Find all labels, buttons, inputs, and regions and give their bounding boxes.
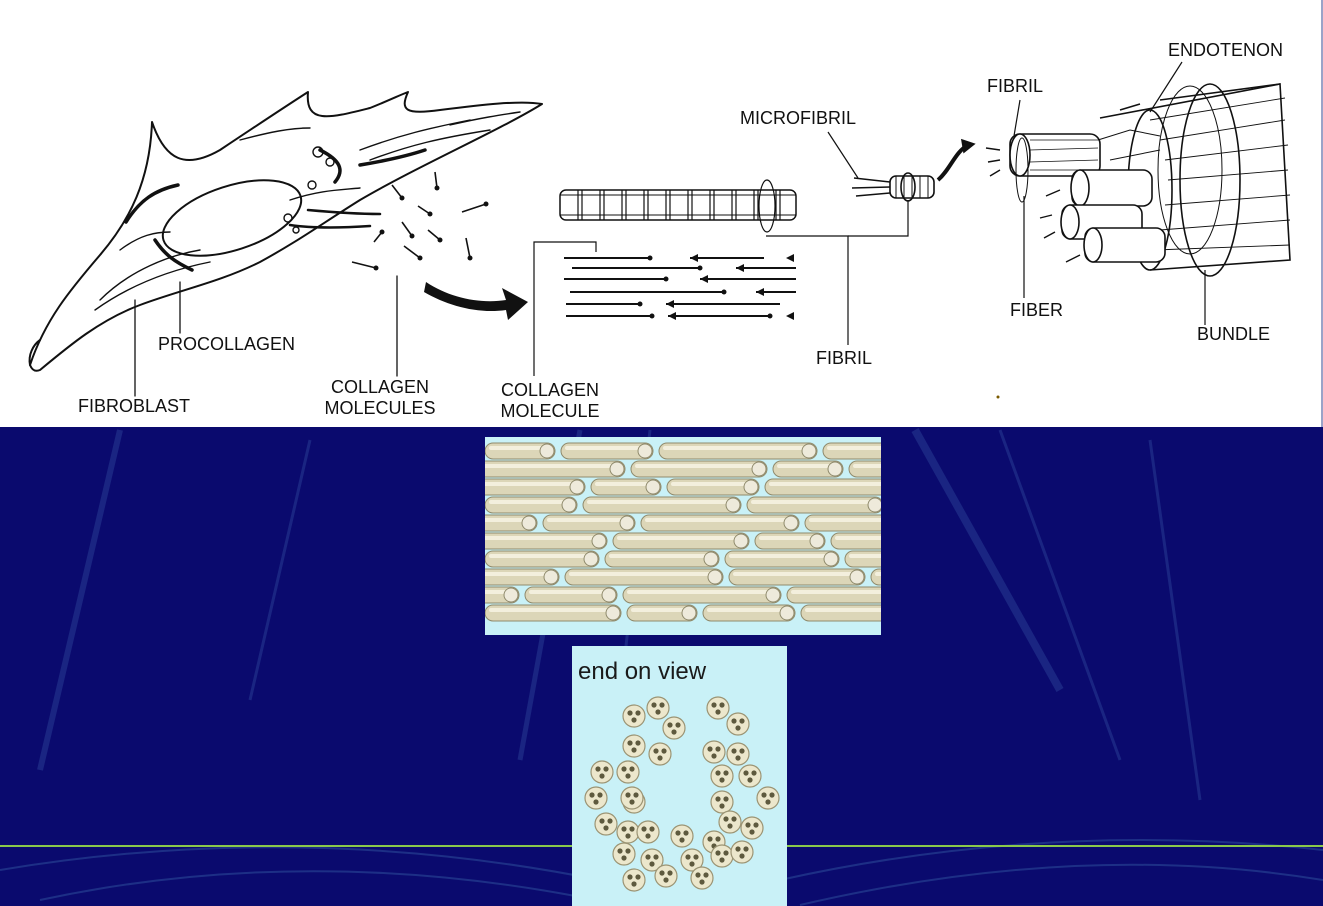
fibril-tube	[612, 532, 750, 550]
fibril-cross-section	[702, 830, 726, 854]
fibril-tube	[800, 604, 960, 622]
fibril-cross-section	[738, 764, 762, 788]
collagen-hierarchy-diagram: FIBROBLAST PROCOLLAGEN COLLAGEN MOLECULE…	[0, 0, 1323, 427]
fibril-cross-section	[612, 842, 636, 866]
label-fibroblast: FIBROBLAST	[78, 396, 191, 416]
fibril-tube	[542, 514, 636, 532]
fibril-tube	[724, 550, 840, 568]
label-bundle: BUNDLE	[1197, 324, 1271, 344]
fibril-tube	[466, 568, 560, 586]
label-fiber: FIBER	[1010, 300, 1064, 320]
fibril-tube	[582, 496, 742, 514]
fibril-tube	[848, 460, 942, 478]
fibril-cross-section	[730, 840, 754, 864]
fibril-cross-section	[616, 820, 640, 844]
fibril-tube	[524, 586, 618, 604]
label-endotenon: ENDOTENON	[1168, 40, 1284, 60]
fibril-cross-section	[594, 812, 618, 836]
fibril-tube	[484, 604, 622, 622]
fibril-tube	[448, 586, 520, 604]
end-on-view-circles	[584, 696, 780, 892]
label-fibril-bottom: FIBRIL	[816, 348, 873, 368]
fibril-tube	[764, 478, 924, 496]
fibril-cross-section	[640, 848, 664, 872]
fibril-tube	[844, 550, 960, 568]
fibril-cross-section	[620, 786, 644, 810]
fibril-tube	[560, 442, 654, 460]
fibril-tubes	[448, 442, 960, 622]
label-procollagen: PROCOLLAGEN	[158, 334, 296, 354]
fibril-tube	[804, 514, 942, 532]
fibril-cross-section	[710, 790, 734, 814]
fibril-cross-section	[670, 824, 694, 848]
label-collagen-molecule-line2: MOLECULE	[500, 401, 600, 421]
nucleus	[161, 179, 303, 257]
fibril-tube	[484, 550, 600, 568]
fibril-tube	[640, 514, 800, 532]
end-on-view-title: end on view	[578, 658, 707, 685]
fibril-tube	[830, 532, 924, 550]
fibril-tube	[564, 568, 724, 586]
fibril-tube	[754, 532, 826, 550]
tendon-bundle	[985, 83, 1291, 277]
fibril-tube	[702, 604, 796, 622]
fibril-cross-section	[648, 742, 672, 766]
fibril-cross-section	[616, 760, 640, 784]
fibril-tube	[484, 442, 556, 460]
fibril-tube	[746, 496, 884, 514]
fibril-tube	[786, 586, 924, 604]
fibril-cross-section	[726, 712, 750, 736]
banded-fibril	[559, 179, 797, 233]
fibril-cross-section	[702, 740, 726, 764]
end-on-view-image: end on view	[572, 646, 787, 906]
fibril-cross-section	[622, 868, 646, 892]
microfibril	[851, 138, 976, 202]
fibril-cross-section	[740, 816, 764, 840]
fibril-tube	[466, 460, 626, 478]
fibril-cross-section	[622, 704, 646, 728]
fibril-cross-section	[706, 696, 730, 720]
fibril-tube	[484, 496, 578, 514]
fibril-cross-section	[636, 820, 660, 844]
fibril-tube	[772, 460, 844, 478]
fibril-tube	[448, 478, 586, 496]
fibril-tube	[666, 478, 760, 496]
fibril-cross-section	[662, 716, 686, 740]
process-arrow	[424, 282, 528, 320]
fibril-tube	[658, 442, 818, 460]
diagram-drawing	[28, 61, 1291, 399]
fibril-tube	[590, 478, 662, 496]
fibril-cross-section	[718, 810, 742, 834]
label-collagen-molecules-line1: COLLAGEN	[330, 377, 430, 397]
fibril-cross-section	[654, 864, 678, 888]
fibril-tube	[604, 550, 720, 568]
fibril-cross-section	[710, 844, 734, 868]
fibril-tube	[728, 568, 866, 586]
fibril-tube	[822, 442, 960, 460]
fibril-cross-section	[584, 786, 608, 810]
fibril-cross-section	[710, 764, 734, 788]
fibril-cross-section	[680, 848, 704, 872]
fibril-tube	[626, 604, 698, 622]
label-fibril-top: FIBRIL	[987, 76, 1044, 96]
fibril-tube	[448, 532, 608, 550]
fibril-tube	[622, 586, 782, 604]
label-collagen-molecule-line1: COLLAGEN	[500, 380, 600, 400]
fibril-cross-section	[690, 866, 714, 890]
fibril-tube	[466, 514, 538, 532]
fibril-cross-section	[646, 696, 670, 720]
fibril-cross-section	[756, 786, 780, 810]
fibril-tube	[870, 568, 942, 586]
fibril-cross-section	[726, 742, 750, 766]
fibril-cross-section	[622, 734, 646, 758]
label-microfibril: MICROFIBRIL	[740, 108, 857, 128]
fibril-tube	[630, 460, 768, 478]
fibril-cross-section	[590, 760, 614, 784]
label-collagen-molecules-line2: MOLECULES	[324, 398, 436, 418]
fibril-side-view-image	[448, 437, 960, 635]
